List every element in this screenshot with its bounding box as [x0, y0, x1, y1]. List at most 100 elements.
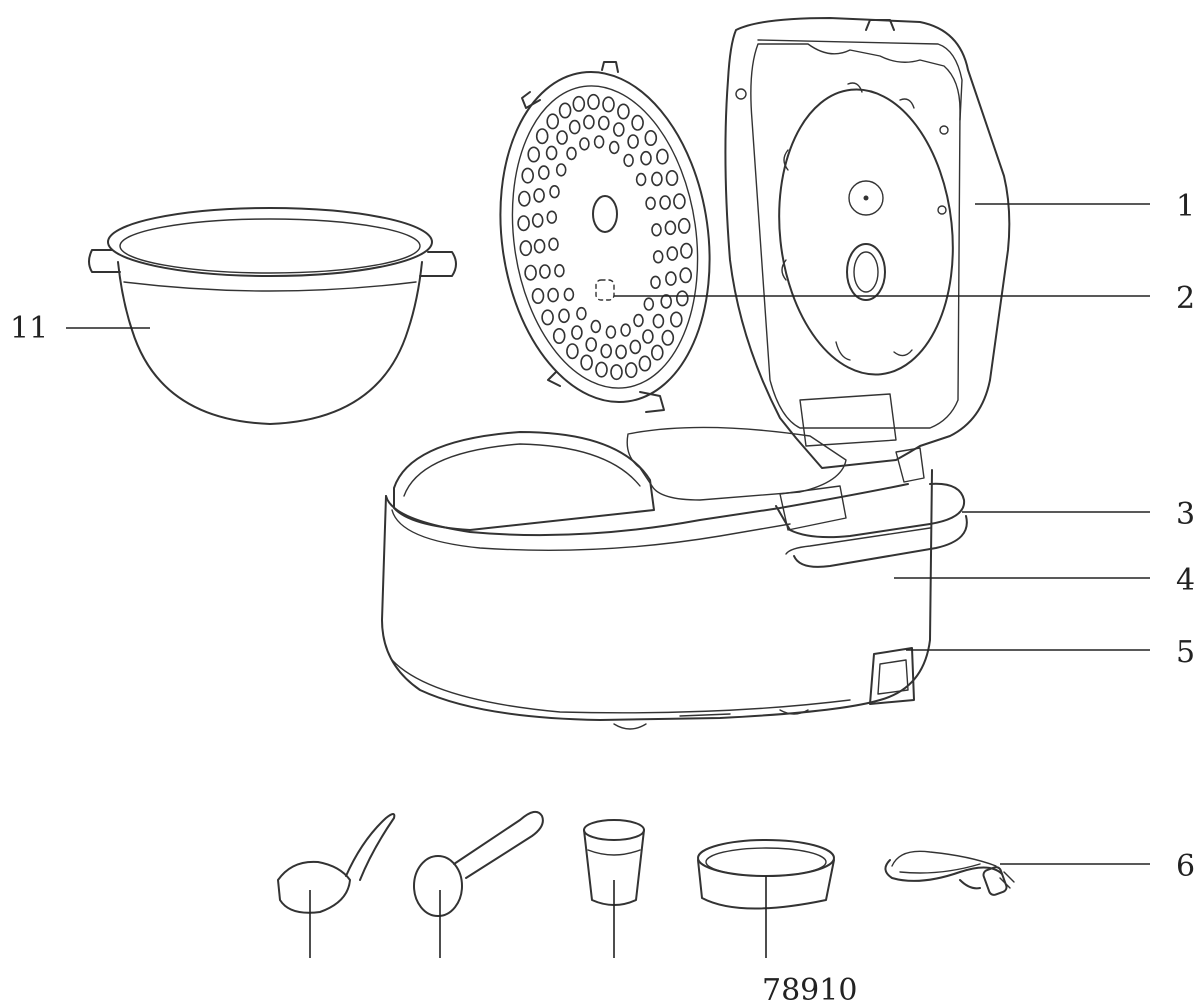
callout-labels: 1 2 3 4 5 6 11 78910 [10, 189, 1195, 1007]
steam-hole [602, 96, 615, 113]
steam-hole [587, 93, 600, 110]
inner-lid-plate [499, 61, 711, 413]
steam-hole [656, 148, 669, 165]
soup-ladle [277, 813, 396, 914]
steam-hole [517, 215, 530, 232]
steam-hole [537, 165, 550, 180]
steam-hole [617, 103, 630, 120]
power-cord [884, 850, 1015, 896]
steam-hole [600, 343, 613, 359]
steam-hole [524, 264, 537, 281]
steam-hole [521, 167, 535, 184]
steam-hole [576, 306, 587, 321]
callout-6: 6 [1176, 849, 1195, 884]
steam-hole [597, 115, 610, 131]
steam-hole [545, 145, 558, 161]
steam-hole [590, 319, 602, 334]
steam-hole [531, 213, 544, 228]
steam-hole [605, 325, 617, 339]
steam-holes [517, 93, 693, 381]
steam-hole [580, 354, 593, 371]
steam-hole [519, 240, 533, 257]
steam-hole [547, 287, 559, 303]
steam-hole [554, 264, 565, 278]
steam-hole [666, 246, 679, 261]
steam-hole [541, 309, 554, 326]
steam-hole [615, 344, 627, 360]
steam-hole [620, 323, 631, 337]
steam-hole [680, 242, 693, 259]
steam-hole [652, 250, 664, 264]
steam-hole [612, 122, 625, 137]
callout-11: 11 [10, 311, 48, 346]
steam-hole [660, 294, 673, 309]
steam-hole [652, 313, 665, 329]
steam-hole [623, 153, 634, 168]
leader-lines [66, 203, 1150, 958]
steam-hole [608, 140, 620, 155]
steam-hole [642, 329, 654, 344]
steam-hole [650, 344, 664, 361]
steam-hole [633, 313, 644, 328]
steam-hole [548, 237, 559, 251]
steam-hole [627, 134, 639, 149]
steam-hole [566, 343, 579, 360]
steam-hole [572, 95, 586, 112]
steam-hole [650, 275, 661, 289]
steam-hole [555, 163, 567, 177]
steam-hole [629, 339, 642, 355]
steam-hole [558, 308, 570, 324]
inner-pot [88, 207, 457, 425]
steam-hole [677, 217, 691, 234]
callout-1: 1 [1176, 189, 1195, 224]
steam-hole [593, 135, 605, 149]
steam-hole [556, 130, 568, 145]
steam-hole [533, 238, 546, 254]
steam-hole [546, 210, 558, 224]
callout-2: 2 [1176, 281, 1195, 316]
steam-hole [631, 114, 644, 131]
steam-hole [624, 362, 638, 379]
steam-hole [517, 190, 531, 207]
steam-hole [585, 337, 598, 352]
steam-hole [533, 188, 545, 203]
steam-hole [563, 287, 575, 302]
steam-hole [568, 119, 581, 135]
steam-hole [531, 287, 545, 304]
steam-hole [661, 329, 675, 346]
cooker-body [381, 426, 968, 730]
steam-hole [665, 170, 679, 187]
steam-hole [665, 271, 677, 286]
steam-hole [552, 327, 566, 344]
steam-hole [635, 172, 647, 187]
steam-hole [579, 137, 590, 151]
outer-lid [724, 17, 1011, 469]
steam-hole [640, 150, 652, 166]
steam-hole [679, 267, 693, 284]
steam-hole [673, 193, 686, 210]
steam-hole [638, 355, 652, 372]
steam-hole [645, 196, 656, 211]
steam-hole [659, 195, 671, 210]
callout-5: 5 [1176, 635, 1195, 670]
steam-hole [610, 364, 623, 381]
rice-paddle [413, 810, 544, 917]
callout-78910: 78910 [762, 973, 857, 1007]
steam-hole [583, 114, 595, 130]
steam-hole [549, 185, 560, 199]
steam-hole [675, 290, 689, 307]
steam-hole [527, 146, 541, 163]
steam-hole [546, 113, 560, 130]
callout-4: 4 [1176, 563, 1195, 598]
steam-hole [566, 146, 577, 161]
steam-hole [571, 325, 583, 340]
steam-hole [643, 297, 655, 311]
callout-3: 3 [1176, 497, 1195, 532]
steam-hole [535, 128, 549, 145]
steam-hole [595, 361, 608, 378]
steam-hole [558, 102, 572, 119]
steam-hole [651, 223, 662, 237]
steam-hole [651, 171, 663, 187]
steam-hole [644, 130, 658, 147]
